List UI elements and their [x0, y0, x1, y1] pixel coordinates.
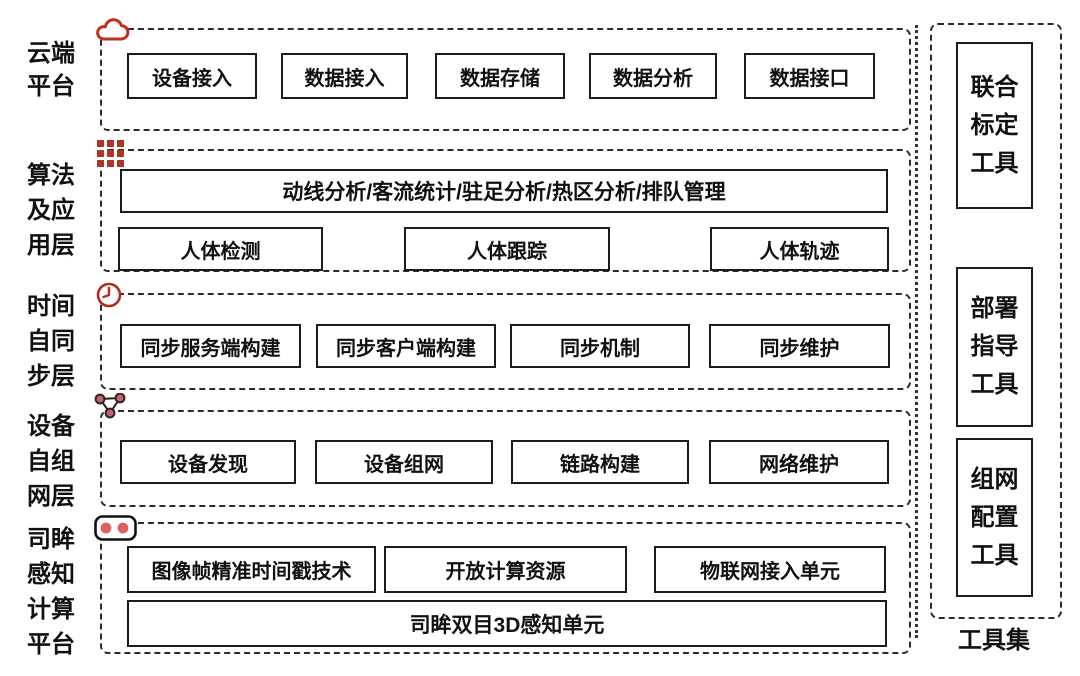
tool-line: 标定: [970, 111, 1019, 139]
box-data-access: 数据接入: [281, 53, 408, 99]
box-data-analysis: 数据分析: [589, 53, 717, 99]
label-line: 时间: [27, 293, 75, 320]
label-cloud-platform: 云端 平台: [12, 37, 90, 103]
label-time-sync-layer: 时间 自同 步层: [12, 289, 90, 394]
label-line: 用层: [27, 232, 75, 259]
box-device-networking: 设备组网: [315, 440, 493, 484]
box-device-discovery: 设备发现: [120, 440, 296, 484]
label-line: 平台: [27, 73, 75, 100]
tool-line: 组网: [970, 465, 1019, 493]
network-icon: [93, 392, 127, 422]
box-open-computing: 开放计算资源: [384, 546, 627, 593]
label-line: 网层: [27, 483, 75, 510]
label-line: 云端: [27, 40, 75, 67]
box-human-tracking: 人体跟踪: [404, 227, 610, 271]
box-device-access: 设备接入: [127, 53, 257, 99]
tool-line: 联合: [970, 73, 1019, 101]
label-line: 计算: [27, 596, 75, 623]
label-line: 司眸: [27, 526, 75, 553]
tool-line: 工具: [970, 371, 1019, 398]
box-sync-client-build: 同步客户端构建: [316, 324, 496, 368]
tool-line: 工具: [970, 149, 1019, 177]
label-line: 自同: [27, 328, 75, 355]
label-line: 算法: [27, 162, 75, 189]
label-line: 自组: [27, 448, 75, 475]
box-sync-mechanism: 同步机制: [510, 324, 690, 368]
cloud-icon: [94, 16, 130, 44]
tool-line: 配置: [970, 503, 1019, 531]
tool-deployment-guide: 部署 指导 工具: [956, 267, 1033, 427]
label-line: 感知: [27, 561, 75, 588]
toolset-label: 工具集: [958, 627, 1030, 654]
clock-icon: [95, 281, 123, 309]
box-human-trajectory: 人体轨迹: [710, 227, 889, 271]
stereo-camera-icon: [94, 515, 138, 542]
tool-joint-calibration: 联合 标定 工具: [956, 42, 1033, 209]
label-device-adhoc-network-layer: 设备 自组 网层: [12, 409, 90, 514]
vertical-dotted-divider: [915, 25, 918, 638]
label-line: 平台: [27, 631, 75, 658]
box-sync-maintenance: 同步维护: [709, 324, 890, 368]
tool-line: 指导: [970, 333, 1019, 360]
label-line: 及应: [27, 197, 75, 224]
box-image-frame-timestamp: 图像帧精准时间戳技术: [127, 546, 376, 593]
box-human-detection: 人体检测: [118, 227, 323, 271]
box-iot-access-unit: 物联网接入单元: [654, 546, 886, 593]
box-behavior-analysis-wide: 动线分析/客流统计/驻足分析/热区分析/排队管理: [120, 169, 888, 213]
box-sync-server-build: 同步服务端构建: [120, 324, 301, 368]
label-line: 设备: [27, 413, 75, 440]
tool-line: 工具: [970, 541, 1019, 569]
label-simou-perception-platform: 司眸 感知 计算 平台: [12, 522, 90, 662]
tool-line: 部署: [970, 295, 1019, 322]
grid-icon: [97, 140, 126, 169]
tool-network-config: 组网 配置 工具: [956, 438, 1033, 597]
box-data-interface: 数据接口: [744, 53, 875, 99]
label-algorithm-app-layer: 算法 及应 用层: [12, 158, 90, 263]
box-link-construction: 链路构建: [511, 440, 689, 484]
label-line: 步层: [27, 363, 75, 390]
box-data-storage: 数据存储: [435, 53, 565, 99]
box-network-maintenance: 网络维护: [709, 440, 889, 484]
box-stereo-3d-unit: 司眸双目3D感知单元: [127, 600, 887, 647]
